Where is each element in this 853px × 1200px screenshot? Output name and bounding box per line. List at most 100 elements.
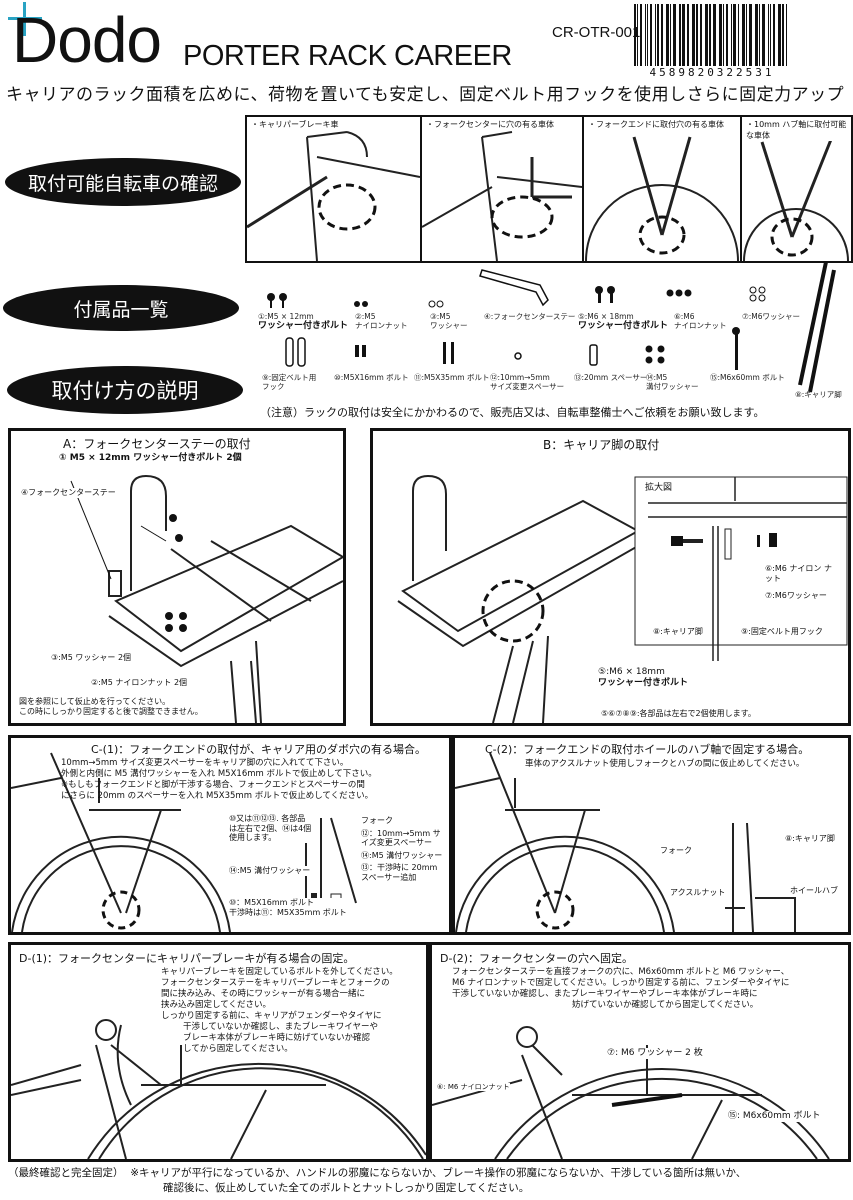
label-hub: ホイールハブ: [790, 886, 838, 896]
barcode-bar: [673, 4, 676, 66]
barcode-bar: [782, 4, 784, 66]
compat-photo-fork-end: ・フォークエンドに取付穴の有る車体: [582, 115, 742, 263]
barcode-bar: [726, 4, 728, 66]
barcode-bar: [731, 4, 732, 66]
barcode-bar: [738, 4, 739, 66]
compat-photo-hub-axle: ・10mm ハブ軸に取付可能な車体: [740, 115, 853, 263]
barcode-bar: [770, 4, 771, 66]
panel-d1-text: キャリパーブレーキを固定しているボルトを外してください。フォークセンターステーを…: [161, 967, 398, 1055]
barcode-bar: [645, 4, 646, 66]
barcode-bar: [709, 4, 711, 66]
barcode-bar: [647, 4, 648, 66]
barcode-bar: [670, 4, 671, 66]
compat-caption: ・フォークセンターに穴の有る車体: [426, 119, 554, 130]
section-parts-heading: 付属品一覧: [3, 285, 239, 331]
barcode-bar: [657, 4, 659, 66]
panel-d2-title: D-(2)：フォークセンターの穴へ固定。: [440, 952, 634, 965]
panel-d2: D-(2)：フォークセンターの穴へ固定。 フォークセンターステーを直接フォークの…: [429, 942, 851, 1162]
barcode-bar: [640, 4, 642, 66]
label-washer: ⑦:M6ワッシャー: [765, 591, 827, 601]
label-washer: ⑦: M6 ワッシャー 2 枚: [607, 1048, 703, 1059]
product-code: CR-OTR-001: [552, 24, 641, 41]
part-item: ⑦:M6ワッシャー: [742, 312, 800, 321]
barcode-bar: [773, 4, 775, 66]
panel-b-title: B：キャリア脚の取付: [543, 438, 660, 452]
barcode-bar: [719, 4, 722, 66]
barcode-bar: [661, 4, 663, 66]
panel-d2-text: フォークセンターステーを直接フォークの穴に、M6x60mm ボルトと M6 ワッ…: [452, 967, 790, 1011]
parts-note: ⑩又は⑪⑫⑬. 各部品は左右で2個、⑭は4個使用します。: [229, 814, 313, 843]
label-axle-nut: アクスルナット: [670, 888, 726, 898]
barcode-bar: [700, 4, 702, 66]
barcode-bar: [778, 4, 781, 66]
part-item: ⑮:M6x60mm ボルト: [710, 373, 785, 382]
label-fork: フォーク: [361, 816, 447, 826]
label-nut: ⑥: M6 ナイロンナット: [437, 1083, 510, 1092]
part-item: ⑪:M5X35mm ボルト: [414, 373, 490, 382]
barcode-digits: 4589820322531: [649, 66, 775, 79]
label-washer: ③:M5 ワッシャー 2個: [51, 653, 132, 663]
label-washer-left: ⑭:M5 溝付ワッシャー: [229, 866, 311, 876]
barcode-bar: [687, 4, 689, 66]
barcode-bar: [742, 4, 745, 66]
panel-c1-text: 10mm→5mm サイズ変更スペーサーをキャリア脚の穴に入れてて下さい。外側と内…: [61, 758, 377, 802]
label-nut: ②:M5 ナイロンナット 2個: [91, 678, 188, 688]
barcode-bar: [768, 4, 769, 66]
compat-caption: ・10mm ハブ軸に取付可能な車体: [746, 119, 851, 141]
barcode-bar: [666, 4, 669, 66]
panel-c1: C-(1)：フォークエンドの取付が、キャリア用のダボ穴の有る場合。 10mm→5…: [8, 735, 452, 935]
panel-d1: D-(1)：フォークセンターにキャリパーブレーキが有る場合の固定。 キャリパーブ…: [8, 942, 429, 1162]
panel-c2: C-(2)：フォークエンドの取付ホイールのハブ軸で固定する場合。 車体のアクスル…: [452, 735, 851, 935]
compat-photo-center-hole: ・フォークセンターに穴の有る車体: [420, 115, 584, 263]
part-item: ⑧:キャリア脚: [795, 390, 842, 399]
panel-b: B：キャリア脚の取付 拡大図 ⑥:M6 ナイロン ナット ⑦:M6ワッシャー ⑧…: [370, 428, 851, 726]
barcode-bar: [634, 4, 636, 66]
label-extra-spacer: ⑬：干渉時に 20mm スペーサー追加: [361, 863, 447, 883]
barcode-bar: [749, 4, 752, 66]
label-spacer: ⑫：10mm→5mm サイズ変更スペーサー: [361, 828, 447, 848]
label-leg: ⑧:キャリア脚: [653, 627, 703, 637]
barcode-bar: [759, 4, 760, 66]
compat-photo-caliper: ・キャリパーブレーキ車: [245, 115, 422, 263]
label-nut: ⑥:M6 ナイロン ナット: [765, 564, 835, 584]
panel-c1-title: C-(1)：フォークエンドの取付が、キャリア用のダボ穴の有る場合。: [91, 743, 427, 756]
barcode-bar: [692, 4, 695, 66]
label-washer-right: ⑭:M5 溝付ワッシャー: [361, 850, 447, 861]
part-item: ⑬:20mm スペーサー: [574, 373, 648, 382]
barcode-bar: [679, 4, 681, 66]
panel-c2-text: 車体のアクスルナット使用しフォークとハブの間に仮止めしてください。: [525, 759, 805, 769]
label-bolt: ⑩：M5X16mm ボルト干渉時は⑪：M5X35mm ボルト: [229, 898, 347, 918]
caution-note: （注意）ラックの取付は安全にかかわるので、販売店又は、自転車整備士へご依頼をお願…: [260, 406, 765, 419]
brand-logo: Dodo: [12, 4, 162, 76]
label-bolt: ① M5 × 12mm ワッシャー付きボルト 2個: [59, 453, 242, 464]
label-fork: フォーク: [660, 846, 692, 856]
right-label-stack: フォーク ⑫：10mm→5mm サイズ変更スペーサー ⑭:M5 溝付ワッシャー …: [361, 816, 447, 883]
part-item: ⑨:固定ベルト用フック: [262, 373, 317, 392]
barcode-bar: [723, 4, 724, 66]
barcode-bar: [755, 4, 758, 66]
panel-a-note: 図を参照にして仮止めを行ってください。この時にしっかり固定すると後で調整できませ…: [19, 697, 203, 717]
barcode-bar: [637, 4, 638, 66]
panel-b-note: ⑤⑥⑦⑧⑨:各部品は左右で2個使用します。: [601, 709, 756, 719]
barcode-bar: [682, 4, 685, 66]
label-stay: ④フォークセンターステー: [21, 488, 116, 498]
panel-c2-title: C-(2)：フォークエンドの取付ホイールのハブ軸で固定する場合。: [485, 743, 810, 756]
barcode: [632, 4, 792, 68]
section-howto-heading: 取付け方の説明: [7, 366, 243, 414]
part-item: ⑩:M5X16mm ボルト: [334, 373, 409, 382]
compat-caption: ・キャリパーブレーキ車: [251, 119, 339, 130]
logo-plus-mark: [8, 2, 42, 36]
final-check-note: （最終確認と完全固定） ※キャリアが平行になっているか、ハンドルの邪魔にならない…: [8, 1167, 747, 1195]
tagline: キャリアのラック面積を広めに、荷物を置いても安定し、固定ベルト用フックを使用しさ…: [6, 85, 845, 105]
label-hook: ⑨:固定ベルト用フック: [741, 627, 823, 637]
barcode-bar: [713, 4, 716, 66]
barcode-bar: [786, 4, 787, 66]
barcode-bar: [762, 4, 765, 66]
